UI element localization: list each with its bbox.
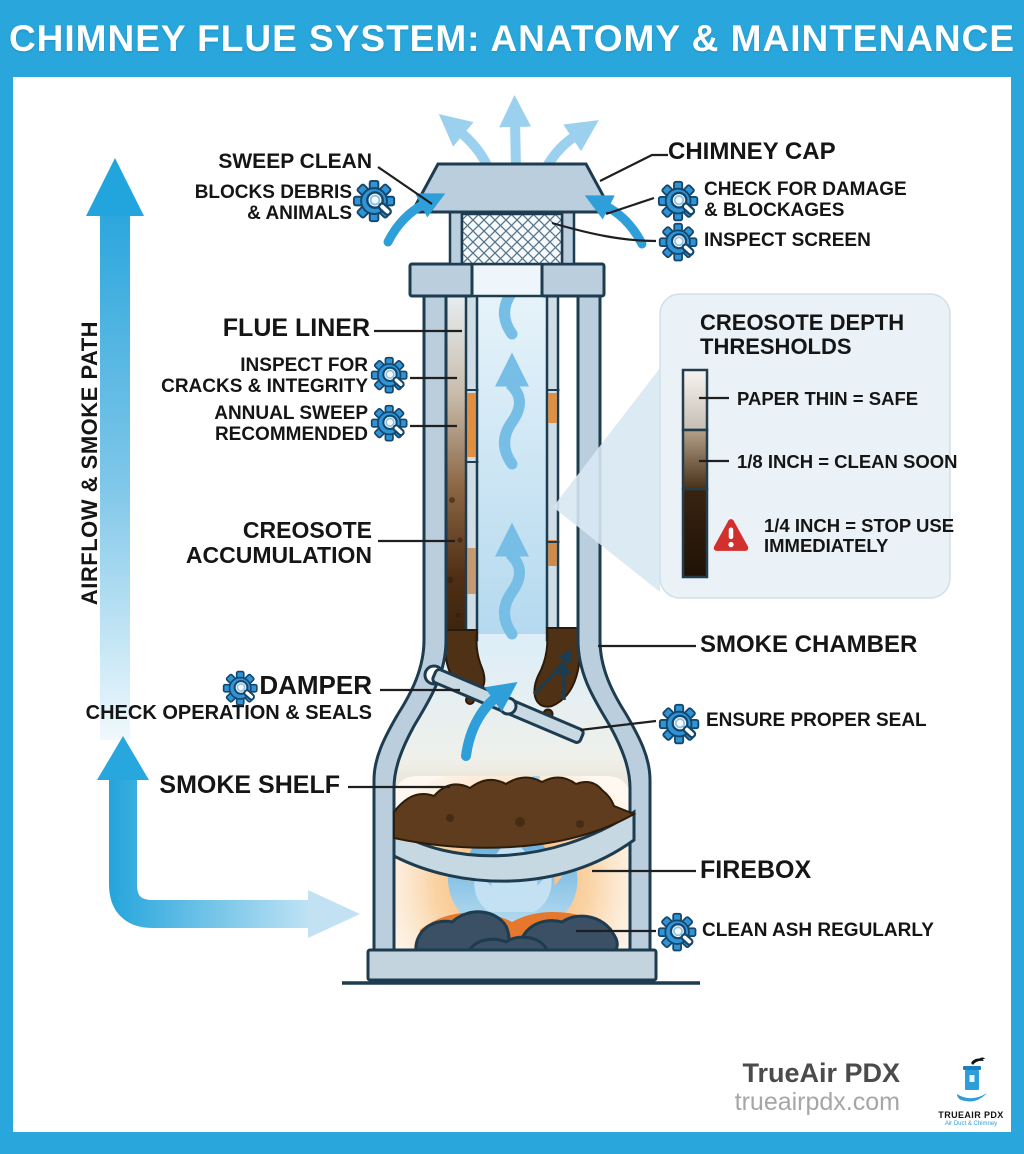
maintenance-gear-icon [222,670,260,708]
footer-brand: TrueAir PDX [742,1058,900,1088]
label-ensure-seal: ENSURE PROPER SEAL [706,710,927,731]
maintenance-gear-icon [370,404,410,444]
label-annual-sweep: ANNUAL SWEEP RECOMMENDED [214,403,368,445]
page-title: CHIMNEY FLUE SYSTEM: ANATOMY & MAINTENAN… [8,17,1016,59]
panel-item-stop-use: 1/4 INCH = STOP USE IMMEDIATELY [764,515,955,556]
label-inspect-cracks: INSPECT FOR CRACKS & INTEGRITY [161,355,368,397]
maintenance-gear-icon [370,356,410,396]
header: CHIMNEY FLUE SYSTEM: ANATOMY & MAINTENAN… [0,0,1024,77]
label-smoke-chamber: SMOKE CHAMBER [700,631,918,658]
label-check-damage: CHECK FOR DAMAGE & BLOCKAGES [704,179,907,221]
maintenance-gear-icon [657,912,699,954]
company-logo: TRUEAIR PDX Air Duct & Chimney [928,1056,1014,1127]
label-creosote-accumulation: CREOSOTE ACCUMULATION [185,517,372,568]
maintenance-gear-icon [657,180,701,224]
airflow-path-label: AIRFLOW & SMOKE PATH [77,320,102,606]
warning-triangle-icon [711,515,751,555]
panel-item-clean-soon: 1/8 INCH = CLEAN SOON [737,451,958,472]
label-blocks-debris: BLOCKS DEBRIS & ANIMALS [194,182,352,224]
logo-chimney-icon [957,1057,987,1102]
panel-item-safe: PAPER THIN = SAFE [737,388,919,409]
label-damper: DAMPER [259,670,372,700]
maintenance-gear-icon [658,703,702,747]
label-inspect-screen: INSPECT SCREEN [704,230,871,251]
label-firebox: FIREBOX [700,856,812,884]
label-flue-liner: FLUE LINER [222,314,370,342]
maintenance-gear-icon [658,222,700,264]
logo-tagline: Air Duct & Chimney [944,1121,998,1127]
logo-name: TRUEAIR PDX [938,1110,1004,1120]
panel-title: CREOSOTE DEPTH THRESHOLDS [700,310,905,359]
bottom-accent-bar [0,1132,1024,1154]
footer-website: trueairpdx.com [734,1088,900,1116]
label-clean-ash: CLEAN ASH REGULARLY [702,920,934,941]
maintenance-gear-icon [352,179,398,225]
label-smoke-shelf: SMOKE SHELF [159,771,340,799]
label-sweep-clean: SWEEP CLEAN [218,150,372,173]
label-chimney-cap: CHIMNEY CAP [668,138,836,165]
